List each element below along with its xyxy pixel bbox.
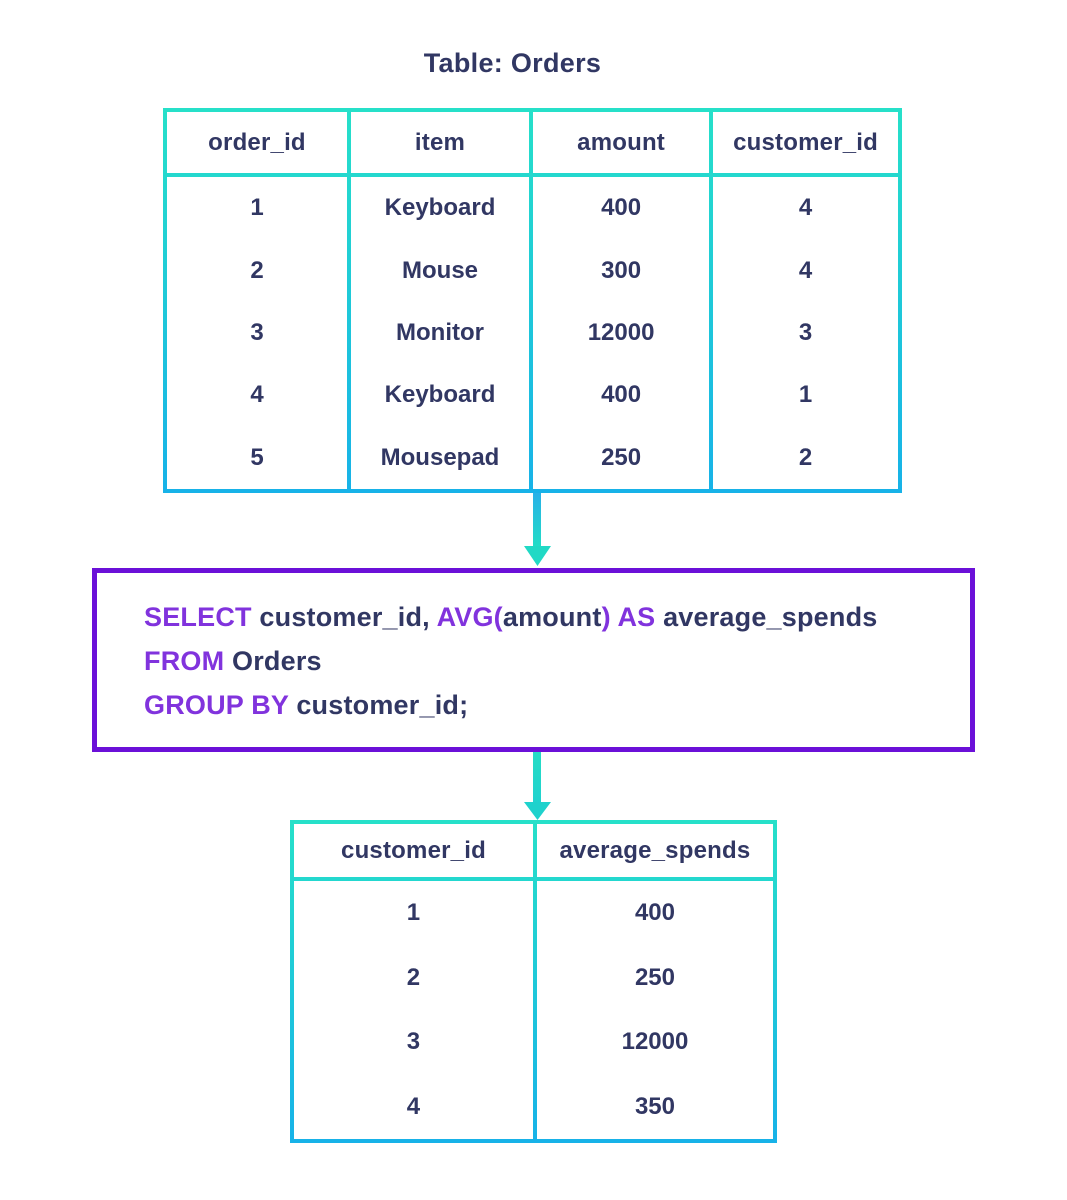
table-cell: Mouse (402, 256, 479, 284)
sql-plain: average_spends (663, 602, 878, 632)
table-cell: 4 (798, 194, 813, 222)
column-body: 400 250 12000 350 (536, 881, 773, 1139)
table-column: amount 400 300 12000 400 250 (533, 112, 710, 489)
sql-plain: Orders (232, 646, 322, 676)
table-cell: 4 (798, 256, 813, 284)
table-column: order_id 1 2 3 4 5 (167, 112, 347, 489)
sql-keyword: FROM (144, 646, 232, 676)
table-cell: 5 (250, 443, 264, 471)
sql-plain: amount (502, 602, 602, 632)
table-cell: 400 (601, 194, 642, 222)
table-cell: 400 (601, 381, 642, 409)
table-column: customer_id 1 2 3 4 (294, 824, 533, 1139)
table-cell: 350 (634, 1092, 675, 1120)
table-cell: 3 (798, 318, 813, 346)
table-column: customer_id 4 4 3 1 2 (713, 112, 898, 489)
table-cell: 3 (406, 1028, 421, 1056)
sql-line: GROUP BY customer_id; (144, 683, 954, 727)
sql-keyword: AVG( (436, 602, 503, 632)
table-cell: 3 (250, 318, 264, 346)
table-cell: 400 (634, 899, 675, 927)
column-header: customer_id (294, 824, 533, 877)
table-cell: 2 (798, 443, 813, 471)
column-body: 4 4 3 1 2 (713, 177, 898, 489)
column-header: amount (533, 112, 710, 173)
table-cell: Monitor (396, 318, 484, 346)
diagram-title: Table: Orders (423, 48, 602, 78)
table-cell: 1 (798, 381, 813, 409)
sql-keyword: SELECT (144, 602, 260, 632)
column-body: 1 2 3 4 5 (167, 177, 347, 489)
table-cell: 4 (406, 1092, 421, 1120)
table-cell: 2 (406, 963, 421, 991)
table-cell: 250 (634, 963, 675, 991)
sql-plain: customer_id, (259, 602, 437, 632)
result-table: customer_id 1 2 3 4 average_spends 400 250 12000… (290, 820, 777, 1143)
table-cell: 1 (250, 194, 264, 222)
sql-plain: customer_id; (296, 690, 469, 720)
column-header: customer_id (713, 112, 898, 173)
column-header: item (350, 112, 530, 173)
table-cell: Mousepad (380, 443, 500, 471)
table-cell: 250 (601, 443, 642, 471)
table-cell: Keyboard (384, 194, 496, 222)
table-cell: Keyboard (384, 381, 496, 409)
table-column: average_spends 400 250 12000 350 (536, 824, 773, 1139)
table-cell: 300 (601, 256, 642, 284)
sql-code: SELECT customer_id, AVG(amount) AS avera… (144, 595, 954, 727)
table-cell: 12000 (621, 1028, 689, 1056)
down-arrow-head-icon (524, 546, 551, 566)
sql-line: FROM Orders (144, 639, 954, 683)
table-cell: 4 (250, 381, 264, 409)
sql-line: SELECT customer_id, AVG(amount) AS avera… (144, 595, 954, 639)
down-arrow-icon (533, 493, 541, 547)
sql-query-box: SELECT customer_id, AVG(amount) AS avera… (92, 568, 975, 752)
table-cell: 2 (250, 256, 264, 284)
table-cell: 12000 (587, 318, 655, 346)
table-cell: 1 (406, 899, 421, 927)
column-header: average_spends (536, 824, 773, 877)
sql-keyword: GROUP BY (144, 690, 297, 720)
sql-keyword: ) AS (601, 602, 664, 632)
column-body: 400 300 12000 400 250 (533, 177, 710, 489)
down-arrow-head-icon (524, 802, 551, 820)
down-arrow-icon (533, 752, 541, 804)
column-header: order_id (167, 112, 347, 173)
column-body: 1 2 3 4 (294, 881, 533, 1139)
